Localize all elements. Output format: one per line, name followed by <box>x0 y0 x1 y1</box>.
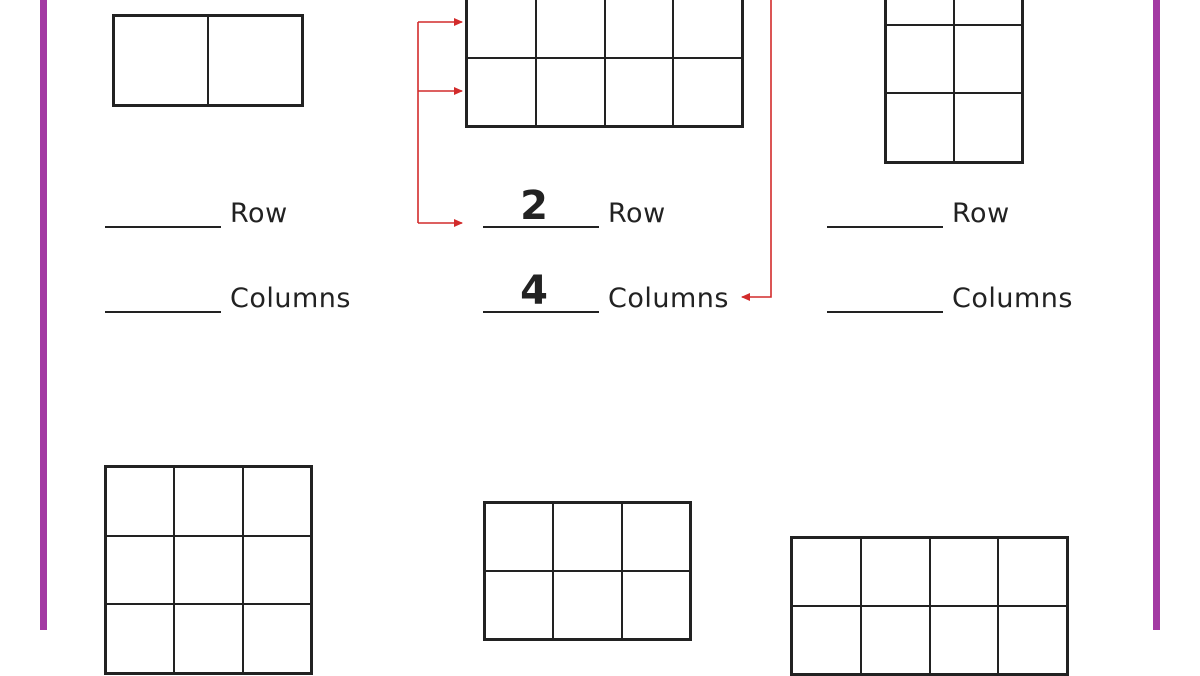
grid-cell <box>860 606 930 674</box>
grid-cell <box>886 0 954 25</box>
columns-answer-line-b <box>483 311 599 313</box>
grid-cell <box>485 503 554 571</box>
grid-cell <box>553 503 622 571</box>
rows-answer-line-b <box>483 226 599 228</box>
grid-cell <box>860 538 930 606</box>
page-border-left <box>40 0 47 630</box>
grid-cell <box>954 93 1022 162</box>
grid-e <box>483 501 692 641</box>
grid-cell <box>792 606 861 674</box>
grid-b <box>465 0 744 128</box>
grid-cell <box>553 571 622 639</box>
grid-cell <box>242 467 311 536</box>
grid-cell <box>174 604 243 673</box>
grid-cell <box>604 58 674 126</box>
grid-cell <box>954 0 1022 25</box>
page-border-right <box>1153 0 1160 630</box>
grid-cell <box>106 467 175 536</box>
grid-cell <box>485 571 554 639</box>
row-label-c: Row <box>952 198 1010 229</box>
grid-cell <box>886 24 954 94</box>
columns-arrow <box>741 0 772 301</box>
grid-cell <box>621 571 690 639</box>
grid-cell <box>467 0 536 58</box>
grid-cell <box>467 58 536 126</box>
grid-f <box>790 536 1069 676</box>
columns-answer-line-a <box>105 311 221 313</box>
grid-cell <box>106 535 175 605</box>
grid-a <box>112 14 304 107</box>
grid-cell <box>929 606 999 674</box>
rows-answer-line-c <box>827 226 943 228</box>
grid-d <box>104 465 313 675</box>
columns-answer-b: 4 <box>520 268 548 314</box>
grid-cell <box>998 606 1067 674</box>
grid-cell <box>242 535 311 605</box>
columns-label-a: Columns <box>230 283 351 314</box>
grid-cell <box>174 467 243 536</box>
grid-cell <box>929 538 999 606</box>
rows-answer-b: 2 <box>520 183 548 229</box>
grid-cell <box>535 58 605 126</box>
grid-c <box>884 0 1024 164</box>
grid-cell <box>174 535 243 605</box>
grid-cell <box>535 0 605 58</box>
grid-cell <box>604 0 674 58</box>
rows-answer-line-a <box>105 226 221 228</box>
grid-cell <box>998 538 1067 606</box>
row-label-b: Row <box>608 198 666 229</box>
columns-label-c: Columns <box>952 283 1073 314</box>
grid-cell <box>673 58 742 126</box>
grid-cell <box>673 0 742 58</box>
grid-cell <box>208 16 302 105</box>
row-label-a: Row <box>230 198 288 229</box>
grid-cell <box>242 604 311 673</box>
grid-cell <box>106 604 175 673</box>
columns-answer-line-c <box>827 311 943 313</box>
grid-cell <box>792 538 861 606</box>
grid-cell <box>114 16 208 105</box>
grid-cell <box>886 93 954 162</box>
columns-label-b: Columns <box>608 283 729 314</box>
grid-cell <box>621 503 690 571</box>
grid-cell <box>954 24 1022 94</box>
